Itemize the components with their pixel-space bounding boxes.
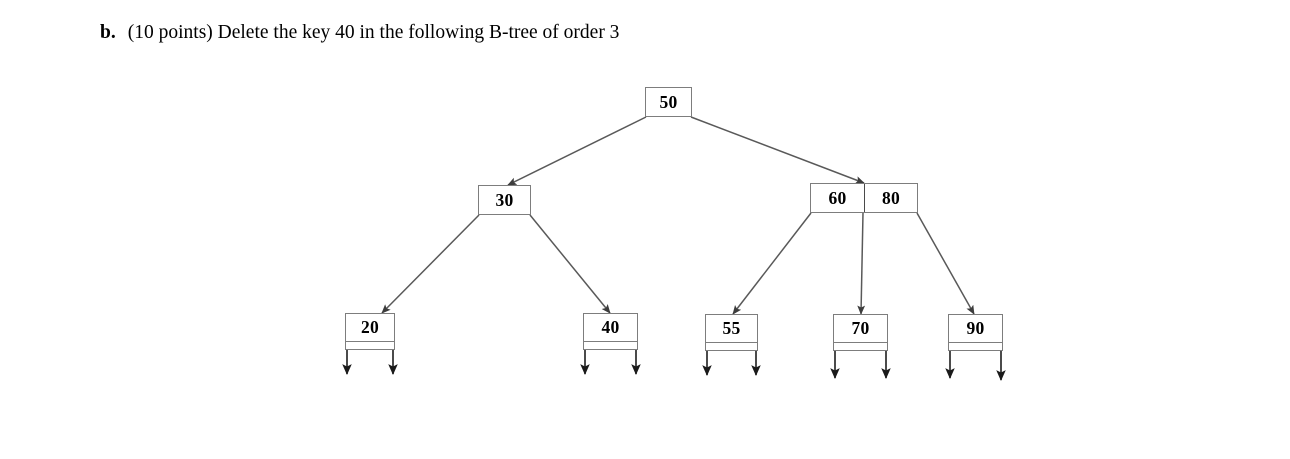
btree-node-leaf-40: 40 — [583, 313, 638, 350]
question-label: b. — [100, 22, 116, 43]
question-text: (10 points) Delete the key 40 in the fol… — [127, 22, 620, 43]
question-prompt: b. (10 points) Delete the key 40 in the … — [100, 20, 619, 46]
btree-edge — [732, 212, 812, 315]
btree-node-internal-left: 30 — [478, 185, 531, 215]
btree-key-cell: 20 — [360, 317, 380, 337]
btree-node-root: 50 — [645, 87, 692, 117]
btree-key-cell: 30 — [495, 189, 514, 210]
btree-node-leaf-20: 20 — [345, 313, 395, 350]
btree-key-row: 55 — [706, 315, 757, 342]
btree-null-pointers — [342, 350, 1006, 382]
btree-node-internal-right: 60 80 — [810, 183, 918, 213]
btree-edge — [381, 214, 480, 314]
btree-key-cell: 50 — [659, 91, 678, 112]
btree-pointer-strip — [949, 342, 1002, 350]
btree-key-cell: 55 — [722, 318, 741, 338]
btree-pointer-strip — [346, 341, 394, 349]
btree-edge — [529, 214, 611, 314]
btree-key-cell: 80 — [863, 184, 917, 212]
btree-key-row: 40 — [584, 314, 637, 341]
btree-key-cell: 60 — [828, 187, 847, 208]
btree-edge — [690, 116, 865, 184]
btree-node-leaf-70: 70 — [833, 314, 888, 351]
btree-node-leaf-90: 90 — [948, 314, 1003, 351]
btree-pointer-strip — [834, 342, 887, 350]
btree-key-row: 70 — [834, 315, 887, 342]
btree-key-row: 20 — [346, 314, 394, 341]
btree-key-cell: 70 — [851, 318, 870, 338]
btree-edge — [857, 212, 866, 315]
btree-edge — [507, 116, 647, 186]
btree-pointer-strip — [706, 342, 757, 350]
btree-node-leaf-55: 55 — [705, 314, 758, 351]
btree-pointer-strip — [584, 341, 637, 349]
btree-key-row: 90 — [949, 315, 1002, 342]
btree-key-cell: 40 — [601, 317, 620, 337]
btree-edges — [381, 116, 975, 315]
btree-edge — [916, 212, 975, 315]
btree-key-cell: 90 — [966, 318, 985, 338]
